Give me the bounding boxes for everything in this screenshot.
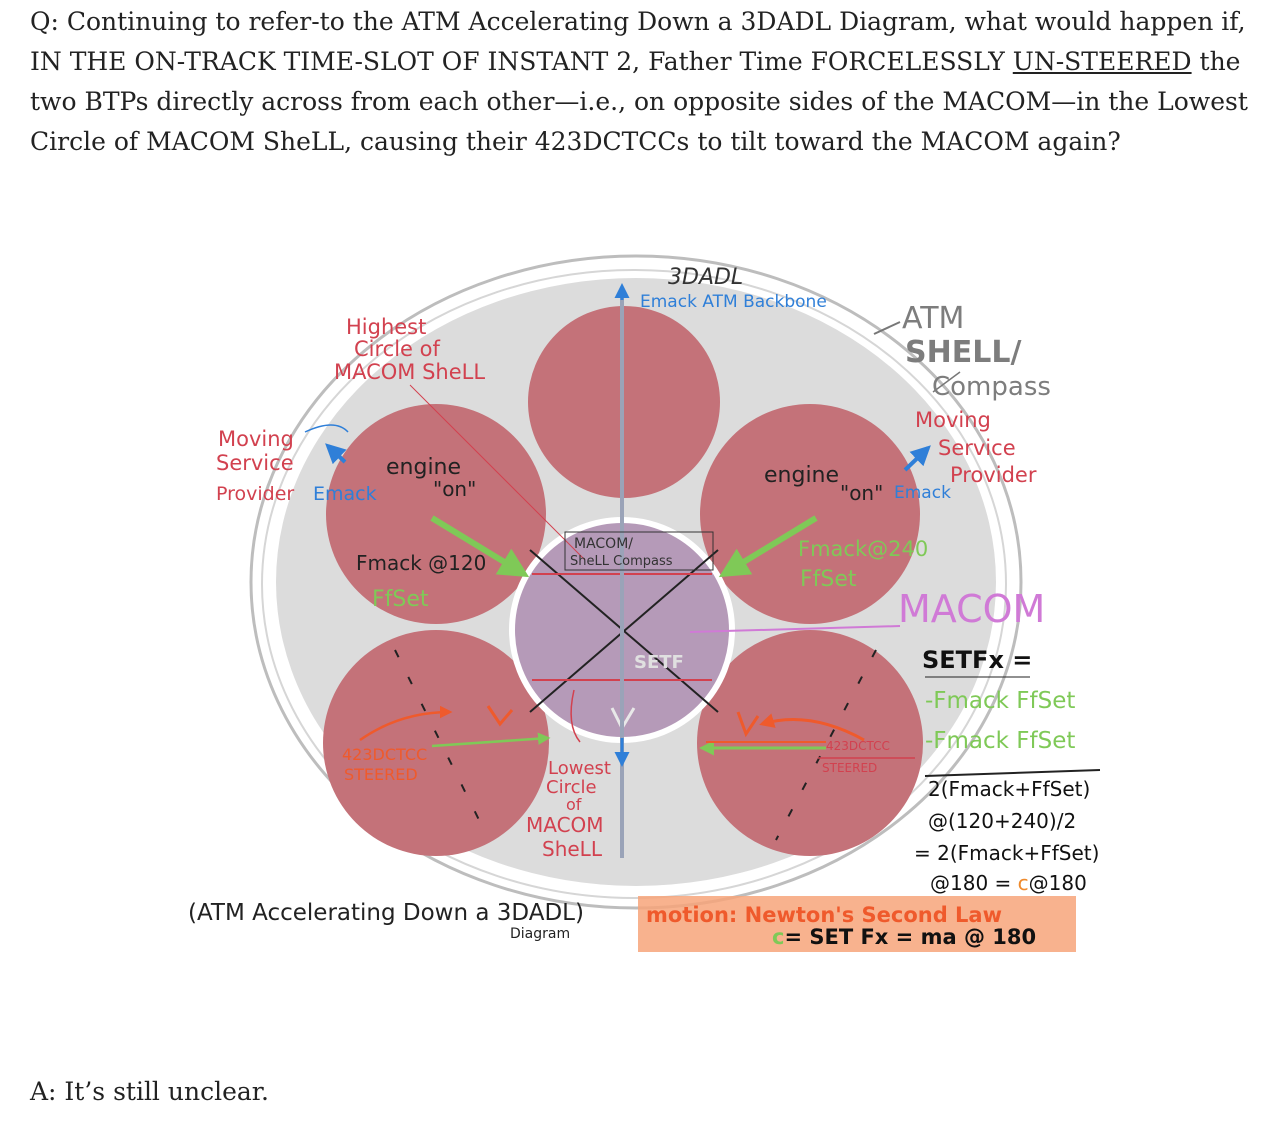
right-msp-emack: Emack [894, 483, 951, 503]
equation-divider [924, 769, 1101, 777]
equation-title: SETFx = [922, 646, 1032, 674]
newton-equation-text: = SET Fx = ma @ 180 [784, 925, 1036, 949]
lower-left-green-arrow [431, 732, 551, 748]
question-prefix: Q: Continuing to refer-to the ATM Accele… [30, 7, 1246, 76]
compass-pointer [932, 371, 961, 393]
lowest-label-line3: of [566, 795, 582, 814]
equation-line3: 2(Fmack+FfSet) [928, 777, 1090, 801]
equation-line4: @(120+240)/2 [928, 809, 1076, 833]
left-msp-line1: Moving [218, 427, 294, 451]
left-ffset-label: FfSet [372, 587, 429, 612]
shell-pointer-line [873, 321, 901, 335]
left-force-arrow [430, 515, 530, 578]
right-force-arrow [718, 515, 818, 578]
equation-line1: -Fmack FfSet [925, 688, 1075, 714]
macom-label: MACOM [898, 587, 1045, 631]
right-ffset-label: FfSet [800, 567, 857, 592]
btp-lower-left [323, 630, 549, 856]
equation-line6-tail: @180 [1029, 871, 1087, 895]
highest-label-line1: Highest [346, 315, 426, 339]
right-steered-line2: STEERED [822, 761, 877, 775]
shell-label-line3: Compass [932, 372, 1051, 402]
lowest-label-line2: Circle [546, 777, 597, 798]
backbone-subtitle: Emack ATM Backbone [640, 292, 827, 312]
macom-compass-line2: SheLL Compass [570, 554, 673, 569]
lowest-label-line4: MACOM [526, 813, 604, 837]
shell-label-line2: SHELL/ [905, 335, 1021, 370]
lower-left-tilt-axis [394, 649, 485, 831]
answer-text: A: It’s still unclear. [30, 1077, 269, 1106]
newton-equation: c= SET Fx = ma @ 180 [772, 925, 1036, 949]
right-fmack-label: Fmack@240 [798, 537, 928, 561]
question-text: Q: Continuing to refer-to the ATM Accele… [30, 2, 1260, 162]
left-on-label: "on" [433, 477, 476, 501]
right-engine-label: engine [764, 463, 839, 488]
caption-sub: Diagram [510, 926, 570, 942]
backbone-title: 3DADL [668, 265, 743, 290]
equation-line6: @180 = c@180 [930, 871, 1087, 895]
equation-line6-c: c [1018, 871, 1029, 895]
left-msp-blue-arrow [325, 443, 347, 465]
shell-label-line1: ATM [902, 301, 964, 336]
newton-c: c [772, 925, 784, 949]
left-steered-line1: 423DCTCC [342, 745, 427, 764]
left-msp-line3: Provider [216, 483, 294, 505]
left-fmack-label: Fmack @120 [356, 551, 486, 575]
equation-line5: = 2(Fmack+FfSet) [914, 841, 1099, 865]
lower-right-orange-tilt [759, 713, 865, 742]
highest-label-line2: Circle of [354, 337, 440, 361]
right-msp-line1: Moving [915, 408, 991, 432]
right-msp-line2: Service [938, 436, 1016, 460]
btp-upper-right [700, 404, 920, 624]
lower-left-steer-mark [486, 705, 514, 727]
equation-line2: -Fmack FfSet [925, 728, 1075, 754]
question-underlined: UN-STEERED [1012, 47, 1192, 76]
newton-highlight [638, 896, 1076, 952]
right-msp-line3: Provider [950, 463, 1037, 487]
left-engine-label: engine [386, 455, 461, 480]
question-suffix: the two BTPs directly across from each o… [30, 47, 1248, 156]
highest-pointer-line [409, 384, 586, 561]
macom-red-arc [570, 689, 581, 743]
macom-setf-label: SETF [634, 652, 684, 673]
outer-sketch-ring-inner [261, 269, 1007, 899]
lower-right-tilt-axis [775, 649, 877, 841]
right-msp-blue-arrow [903, 445, 931, 472]
lower-left-orange-tilt [359, 705, 453, 742]
btp-upper-left [326, 404, 546, 624]
macom-compass-line1: MACOM/ [574, 536, 633, 552]
left-msp-emack: Emack [313, 483, 377, 505]
macom-pink-pointer [689, 625, 901, 633]
left-msp-swoosh [304, 424, 349, 433]
right-on-label: "on" [840, 481, 883, 505]
lowest-label-line1: Lowest [548, 758, 611, 779]
right-steered-line1: 423DCTCC [826, 739, 890, 753]
outer-sketch-ring [249, 254, 1023, 910]
caption-main: (ATM Accelerating Down a 3DADL) [188, 900, 584, 926]
lower-right-steer-mark [736, 711, 760, 738]
equation-line6-main: @180 = [930, 871, 1018, 895]
left-msp-line2: Service [216, 451, 294, 475]
motion-label: motion: Newton's Second Law [646, 903, 1002, 927]
macom-compass-label-box [564, 531, 714, 571]
lowest-label-line5: SheLL [542, 837, 603, 861]
highest-label-line3: MACOM SheLL [334, 360, 485, 384]
left-steered-line2: STEERED [344, 765, 418, 784]
